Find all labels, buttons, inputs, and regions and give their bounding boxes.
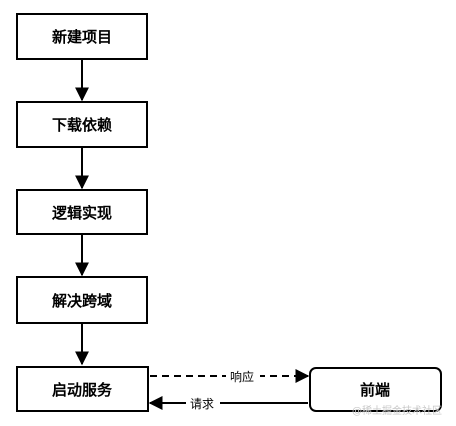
watermark-text: @稀土掘金技术社区 xyxy=(352,404,442,417)
node-start-service: 启动服务 xyxy=(16,366,149,412)
edge-label-request: 请求 xyxy=(190,397,214,411)
node-label-frontend: 前端 xyxy=(360,381,390,399)
edges: 响应 请求 xyxy=(75,59,310,411)
node-label-logic-impl: 逻辑实现 xyxy=(52,204,112,222)
node-frontend: 前端 xyxy=(309,367,442,412)
node-label-download-deps: 下载依赖 xyxy=(52,116,112,134)
edge-label-response: 响应 xyxy=(230,369,254,384)
node-logic-impl: 逻辑实现 xyxy=(16,189,148,235)
node-download-deps: 下载依赖 xyxy=(16,101,148,148)
node-label-solve-cors: 解决跨域 xyxy=(52,292,112,310)
node-label-start-service: 启动服务 xyxy=(52,381,113,399)
nodes: 新建项目 下载依赖 逻辑实现 解决跨域 启动服务 前端 xyxy=(16,13,442,412)
node-new-project: 新建项目 xyxy=(16,13,148,60)
node-label-new-project: 新建项目 xyxy=(52,28,112,46)
node-solve-cors: 解决跨域 xyxy=(16,276,148,324)
